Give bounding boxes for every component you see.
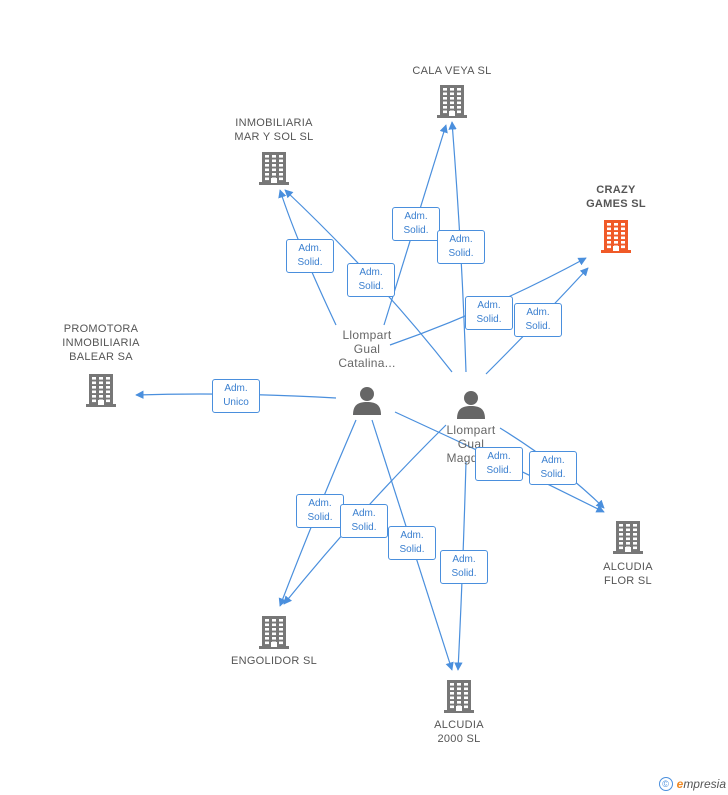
role-badge-catalina-crazy_games[interactable]: Adm. Solid. xyxy=(465,296,513,330)
company-crazy-games-label[interactable]: CRAZY GAMES SL xyxy=(571,183,661,211)
role-badge-catalina-inmobiliaria[interactable]: Adm. Solid. xyxy=(286,239,334,273)
company-promotora-building-icon[interactable] xyxy=(86,373,116,412)
role-badge-line: Solid. xyxy=(486,465,512,476)
role-badge-magda-crazy_games[interactable]: Adm. Solid. xyxy=(514,303,562,337)
company-label-line: ENGOLIDOR SL xyxy=(230,655,318,667)
company-label-line: 2000 SL xyxy=(437,733,481,745)
role-badge-line: Solid. xyxy=(540,469,566,480)
role-badge-catalina-alcudia_2000[interactable]: Adm. Solid. xyxy=(388,526,436,560)
company-alcudia-2000-label[interactable]: ALCUDIA 2000 SL xyxy=(414,718,504,746)
person-label-line: Catalina... xyxy=(338,356,396,370)
company-inmobiliaria-label[interactable]: INMOBILIARIA MAR Y SOL SL xyxy=(219,116,329,144)
person-label-line: Gual xyxy=(353,342,381,356)
role-badge-line: Solid. xyxy=(399,544,425,555)
role-badge-line: Solid. xyxy=(525,321,551,332)
role-badge-line: Solid. xyxy=(297,257,323,268)
company-alcudia-flor-label[interactable]: ALCUDIA FLOR SL xyxy=(583,560,673,588)
company-label-line: INMOBILIARIA xyxy=(235,117,313,129)
company-label-line: INMOBILIARIA xyxy=(62,337,140,349)
role-badge-magda-inmobiliaria[interactable]: Adm. Solid. xyxy=(347,263,395,297)
person-catalina-icon[interactable] xyxy=(352,385,382,420)
company-engolidor-label[interactable]: ENGOLIDOR SL xyxy=(219,654,329,668)
role-badge-line: Adm. xyxy=(449,234,473,245)
company-alcudia-flor-building-icon[interactable] xyxy=(613,520,643,559)
company-label-line: PROMOTORA xyxy=(63,323,139,335)
role-badge-line: Solid. xyxy=(476,314,502,325)
company-label-line: BALEAR SA xyxy=(69,351,133,363)
role-badge-line: Adm. xyxy=(477,300,501,311)
role-badge-line: Adm. xyxy=(452,554,476,565)
role-badge-line: Solid. xyxy=(358,281,384,292)
role-badge-magda-alcudia_2000[interactable]: Adm. Solid. xyxy=(440,550,488,584)
role-badge-line: Adm. xyxy=(541,455,565,466)
role-badge-catalina-promotora[interactable]: Adm. Unico xyxy=(212,379,260,413)
role-badge-magda-cala_veya[interactable]: Adm. Solid. xyxy=(437,230,485,264)
company-label-line: MAR Y SOL SL xyxy=(234,131,314,143)
role-badge-line: Adm. xyxy=(224,383,248,394)
role-badge-catalina-engolidor[interactable]: Adm. Solid. xyxy=(296,494,344,528)
company-cala-veya-label[interactable]: CALA VEYA SL xyxy=(392,64,512,78)
role-badge-line: Solid. xyxy=(351,522,377,533)
company-label-line: GAMES SL xyxy=(586,198,646,210)
role-badge-line: Adm. xyxy=(526,307,550,318)
company-inmobiliaria-building-icon[interactable] xyxy=(259,151,289,190)
role-badge-line: Unico xyxy=(223,397,249,408)
role-badge-line: Adm. xyxy=(308,498,332,509)
role-badge-line: Solid. xyxy=(448,248,474,259)
company-cala-veya-building-icon[interactable] xyxy=(437,84,467,123)
role-badge-line: Solid. xyxy=(307,512,333,523)
company-label-line: CRAZY xyxy=(596,184,636,196)
role-badge-magda-alcudia_flor[interactable]: Adm. Solid. xyxy=(529,451,577,485)
company-label-line: ALCUDIA xyxy=(603,561,653,573)
company-alcudia-2000-building-icon[interactable] xyxy=(444,679,474,718)
role-badge-line: Solid. xyxy=(451,568,477,579)
company-label-line: ALCUDIA xyxy=(434,719,484,731)
role-badge-magda-engolidor[interactable]: Adm. Solid. xyxy=(340,504,388,538)
company-label-line: CALA VEYA SL xyxy=(412,65,492,77)
copyright-icon: © xyxy=(658,777,673,791)
role-badge-line: Adm. xyxy=(298,243,322,254)
company-label-line: FLOR SL xyxy=(604,575,652,587)
role-badge-line: Adm. xyxy=(487,451,511,462)
company-engolidor-building-icon[interactable] xyxy=(259,615,289,654)
footer-brand: © empresia xyxy=(658,777,726,791)
role-badge-line: Adm. xyxy=(359,267,383,278)
role-badge-catalina-alcudia_flor[interactable]: Adm. Solid. xyxy=(475,447,523,481)
company-promotora-label[interactable]: PROMOTORA INMOBILIARIA BALEAR SA xyxy=(46,322,156,364)
role-badge-line: Adm. xyxy=(400,530,424,541)
role-badge-line: Solid. xyxy=(403,225,429,236)
role-badge-line: Adm. xyxy=(404,211,428,222)
person-magda-icon[interactable] xyxy=(456,389,486,424)
role-badge-catalina-cala_veya[interactable]: Adm. Solid. xyxy=(392,207,440,241)
person-label-line: Llompart xyxy=(446,423,496,437)
company-crazy-games-building-icon[interactable] xyxy=(601,219,631,258)
role-badge-line: Adm. xyxy=(352,508,376,519)
person-label-line: Llompart xyxy=(342,328,392,342)
brand-logo: empresia xyxy=(676,777,726,791)
